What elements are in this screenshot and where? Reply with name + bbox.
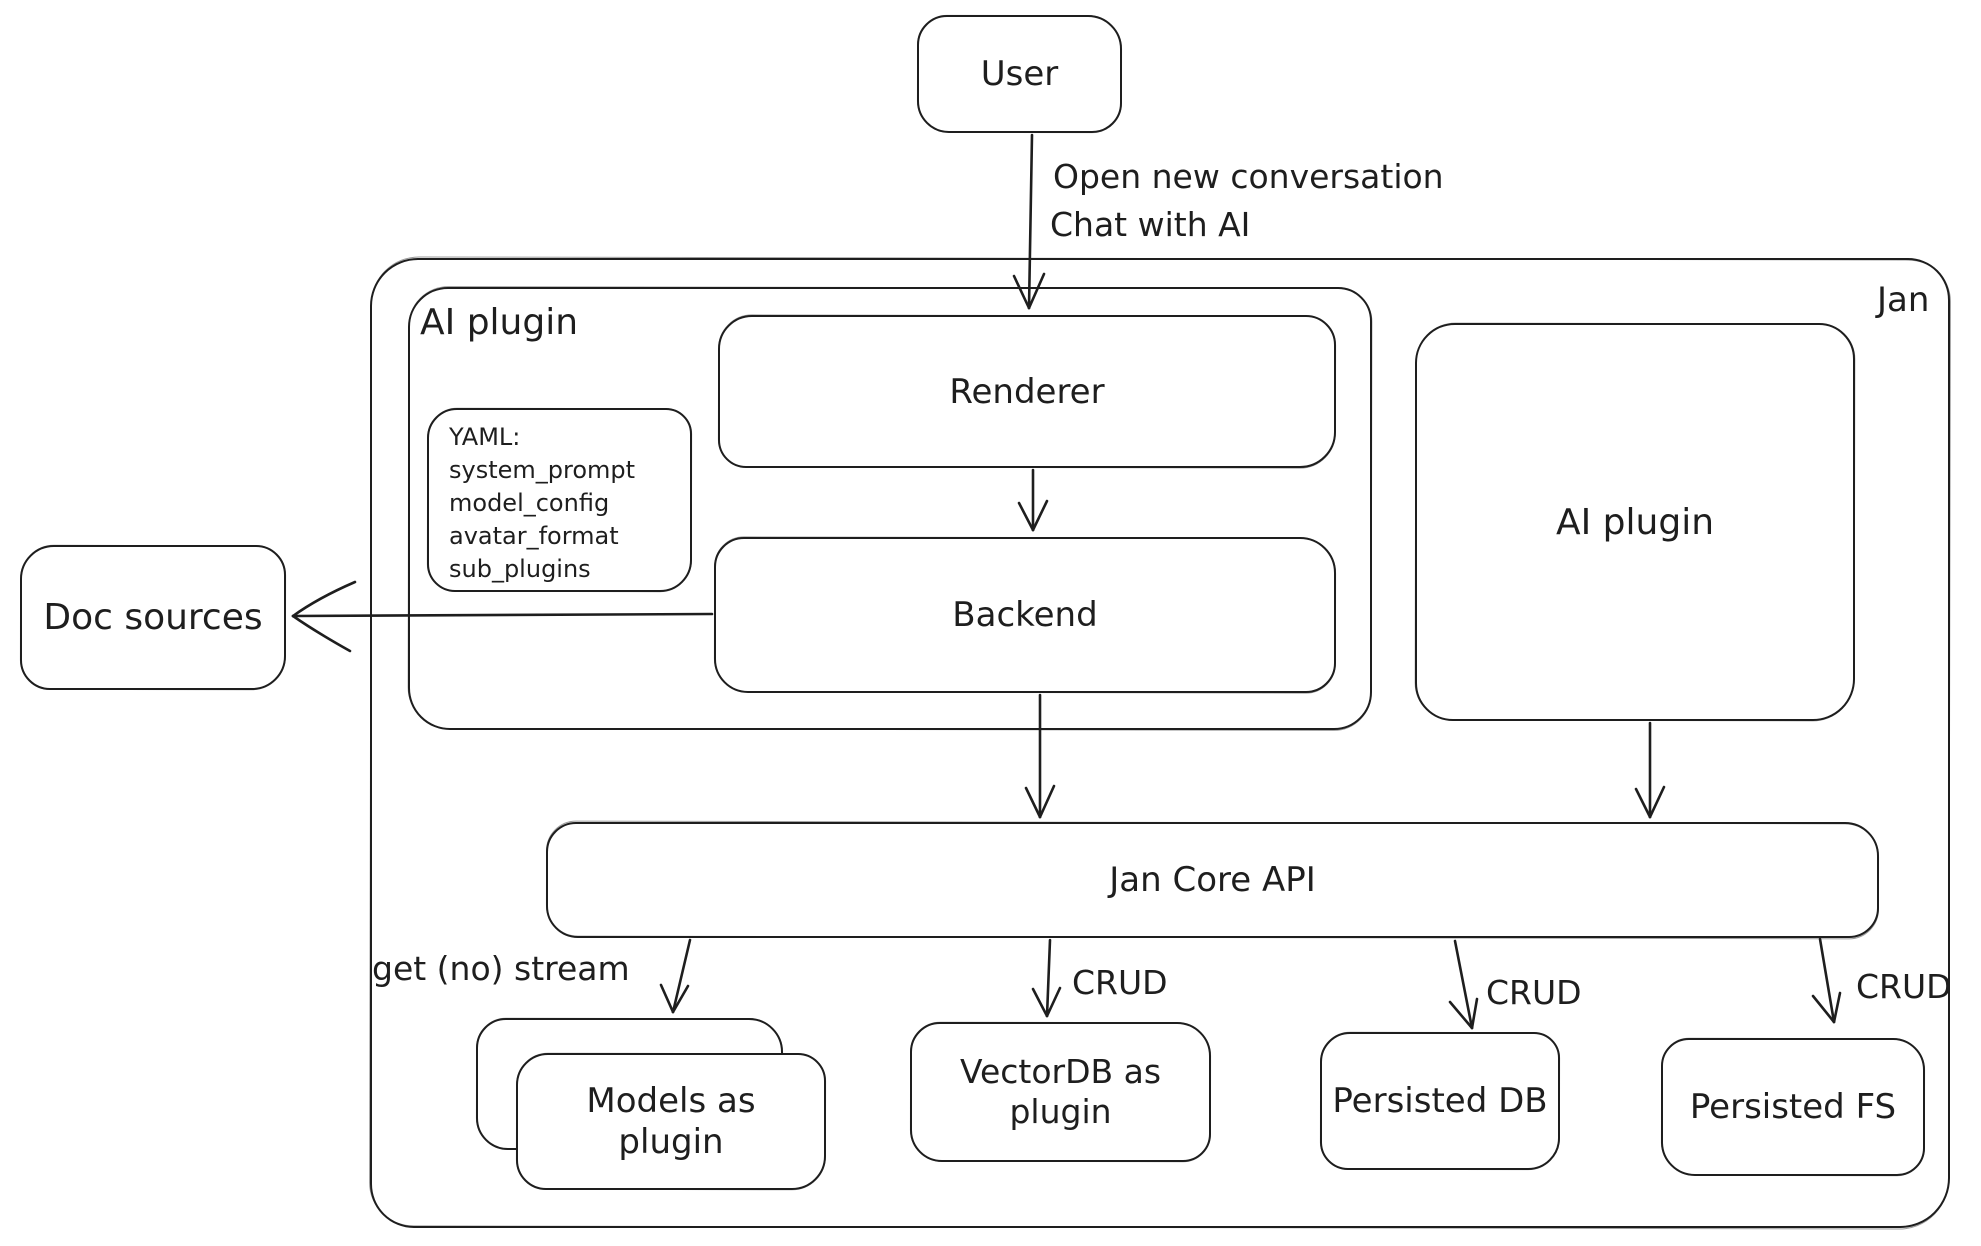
jan-container-box — [370, 258, 1950, 1228]
renderer-label: Renderer — [949, 371, 1105, 412]
edge-label-crud-persisted-db: CRUD — [1486, 973, 1582, 1012]
yaml-line: sub_plugins — [449, 555, 591, 583]
yaml-line: model_config — [449, 489, 610, 517]
jan-core-api-label: Jan Core API — [1109, 860, 1316, 900]
models-label: Models as plugin — [586, 1080, 756, 1162]
persisted-db-box: Persisted DB — [1320, 1032, 1560, 1170]
persisted-db-label: Persisted DB — [1332, 1081, 1548, 1121]
ai-plugin-right-box: AI plugin — [1415, 323, 1855, 721]
vectordb-box: VectorDB as plugin — [910, 1022, 1211, 1162]
edge-label-chat-with-ai: Chat with AI — [1050, 205, 1251, 244]
models-front-box: Models as plugin — [516, 1053, 826, 1190]
ai-plugin-right-label: AI plugin — [1555, 501, 1715, 543]
ai-plugin-group-box — [408, 287, 1372, 730]
persisted-fs-label: Persisted FS — [1689, 1087, 1897, 1127]
yaml-line: system_prompt — [449, 456, 636, 484]
user-box: User — [917, 15, 1122, 133]
edge-label-crud-vectordb: CRUD — [1072, 963, 1168, 1002]
doc-sources-box: Doc sources — [20, 545, 286, 690]
backend-label: Backend — [952, 595, 1098, 635]
jan-container-label: Jan — [1877, 280, 1930, 320]
yaml-line: avatar_format — [449, 522, 619, 550]
backend-box: Backend — [714, 537, 1336, 693]
vectordb-label: VectorDB as plugin — [959, 1052, 1162, 1131]
persisted-fs-box: Persisted FS — [1661, 1038, 1925, 1176]
edge-label-crud-persisted-fs: CRUD — [1856, 967, 1952, 1006]
edge-label-get-no-stream: get (no) stream — [372, 949, 630, 988]
yaml-note-box: YAML: system_prompt model_config avatar_… — [427, 408, 692, 592]
ai-plugin-group-label: AI plugin — [420, 302, 579, 343]
doc-sources-label: Doc sources — [43, 597, 263, 638]
jan-core-api-box: Jan Core API — [546, 822, 1879, 938]
renderer-box: Renderer — [718, 315, 1336, 468]
yaml-line: YAML: — [449, 423, 521, 451]
user-label: User — [980, 54, 1059, 94]
edge-label-open-new-conversation: Open new conversation — [1053, 157, 1444, 196]
